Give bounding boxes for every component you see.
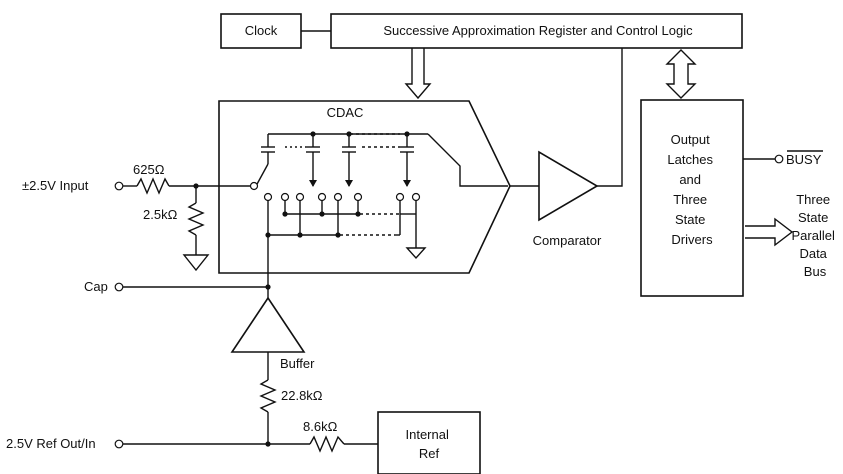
sar-label: Successive Approximation Register and Co… [383,23,693,38]
r-ref-resistor [309,435,345,453]
cap-pin [114,282,124,292]
r-buffer-label: 22.8kΩ [281,388,323,403]
cdac-switches [249,163,421,202]
ref-pin [114,439,124,449]
parallel-bus-arrow [745,217,794,247]
input-pin-label: ±2.5V Input [22,178,89,193]
r-shunt-resistor [187,202,205,236]
sar-to-latches-bus-arrow [665,49,697,99]
clock-label: Clock [245,23,278,38]
comparator-to-sar-wire [597,48,623,187]
comparator-label: Comparator [533,233,602,248]
internal-ref-label: Internal Ref [406,427,453,461]
internal-ref-block [377,411,481,474]
busy-pin [774,154,784,164]
busy-label: BUSY [786,152,822,167]
r-shunt-label: 2.5kΩ [143,207,178,222]
buffer-label: Buffer [280,356,315,371]
input-pin [114,181,124,191]
r-input-resistor [136,177,170,195]
output-latches-block [640,99,744,297]
cdac-top-to-comparator [427,133,508,187]
sar-to-cdac-bus-arrow [404,48,432,100]
cdac-label: CDAC [327,105,364,120]
clock-block [220,13,302,49]
output-latches-label: Output Latches and Three State Drivers [667,132,716,247]
r-input-label: 625Ω [133,162,165,177]
ground-symbol [182,254,210,272]
r-ref-label: 8.6kΩ [303,419,338,434]
ref-pin-label: 2.5V Ref Out/In [6,436,96,451]
cdac-block [218,100,511,274]
sar-block [330,13,743,49]
parallel-bus-label: Three State Parallel Data Bus [792,192,839,279]
comparator-symbol [538,150,599,222]
cap-pin-label: Cap [84,279,108,294]
r-buffer-resistor [259,379,277,413]
buffer-symbol [230,296,306,353]
